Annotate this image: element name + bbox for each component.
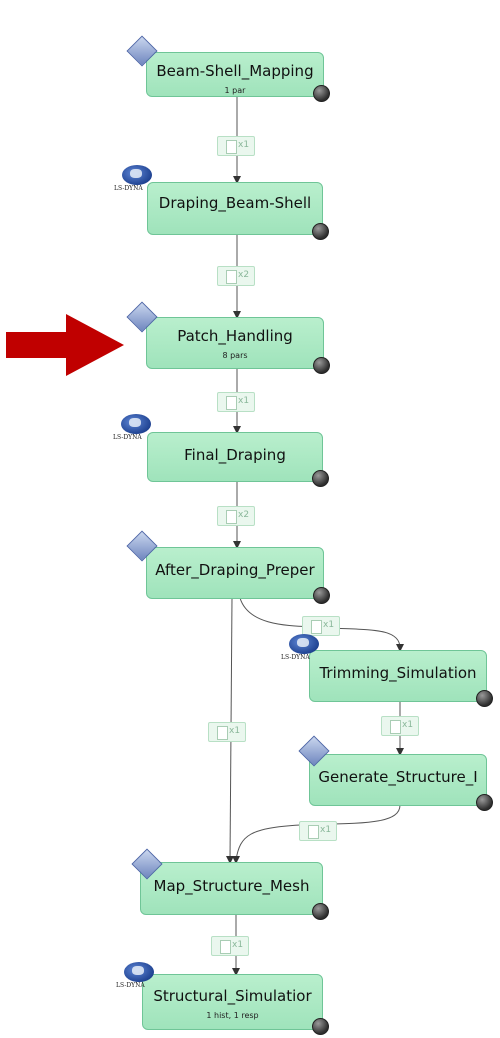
node-subtitle: 1 hist, 1 resp: [206, 1011, 259, 1020]
node-title: Draping_Beam-Shell: [158, 194, 312, 212]
badge-4: x2: [217, 506, 255, 526]
output-port-icon[interactable]: [312, 903, 329, 920]
badge-5: x1: [302, 616, 340, 636]
node-title: Patch_Handling: [177, 327, 293, 345]
node-title: Final_Draping: [184, 446, 286, 464]
node-draping-beam-shell[interactable]: Draping_Beam-Shell: [147, 182, 329, 240]
badge-3: x1: [217, 392, 255, 412]
output-port-icon[interactable]: [476, 690, 493, 707]
node-subtitle: 8 pars: [222, 351, 248, 360]
node-title: Map_Structure_Mesh: [153, 877, 310, 895]
node-beam-shell-mapping[interactable]: Beam-Shell_Mapping 1 par: [146, 52, 330, 102]
ls-dyna-globe-icon: LS-DYNA: [116, 962, 154, 989]
badge-1: x1: [217, 136, 255, 156]
ls-dyna-globe-icon: LS-DYNA: [113, 414, 151, 441]
ls-dyna-globe-icon: LS-DYNA: [281, 634, 319, 661]
node-subtitle: 1 par: [224, 86, 246, 95]
badge-7: x1: [381, 716, 419, 736]
output-port-icon[interactable]: [313, 357, 330, 374]
node-title: Structural_Simulatior: [153, 987, 312, 1005]
output-port-icon[interactable]: [312, 470, 329, 487]
output-port-icon[interactable]: [313, 587, 330, 604]
node-title: Beam-Shell_Mapping: [156, 62, 314, 80]
node-structural-simulation[interactable]: Structural_Simulatior 1 hist, 1 resp: [142, 974, 329, 1035]
node-map-structure-mesh[interactable]: Map_Structure_Mesh: [140, 862, 329, 920]
node-trimming-simulation[interactable]: Trimming_Simulation: [309, 650, 493, 707]
node-title: Generate_Structure_I: [318, 768, 478, 786]
node-title: Trimming_Simulation: [319, 664, 477, 682]
node-patch-handling[interactable]: Patch_Handling 8 pars: [146, 317, 330, 374]
output-port-icon[interactable]: [312, 223, 329, 240]
node-title: After_Draping_Preper: [155, 561, 315, 579]
red-arrow-icon: [6, 314, 124, 376]
output-port-icon[interactable]: [312, 1018, 329, 1035]
node-after-draping-prepare[interactable]: After_Draping_Preper: [146, 547, 330, 604]
node-generate-structure[interactable]: Generate_Structure_I: [309, 754, 493, 811]
badge-2: x2: [217, 266, 255, 286]
ls-dyna-globe-icon: LS-DYNA: [114, 165, 152, 192]
badge-6: x1: [208, 722, 246, 742]
output-port-icon[interactable]: [476, 794, 493, 811]
node-final-draping[interactable]: Final_Draping: [147, 432, 329, 487]
badge-9: x1: [211, 936, 249, 956]
output-port-icon[interactable]: [313, 85, 330, 102]
badge-8: x1: [299, 821, 337, 841]
